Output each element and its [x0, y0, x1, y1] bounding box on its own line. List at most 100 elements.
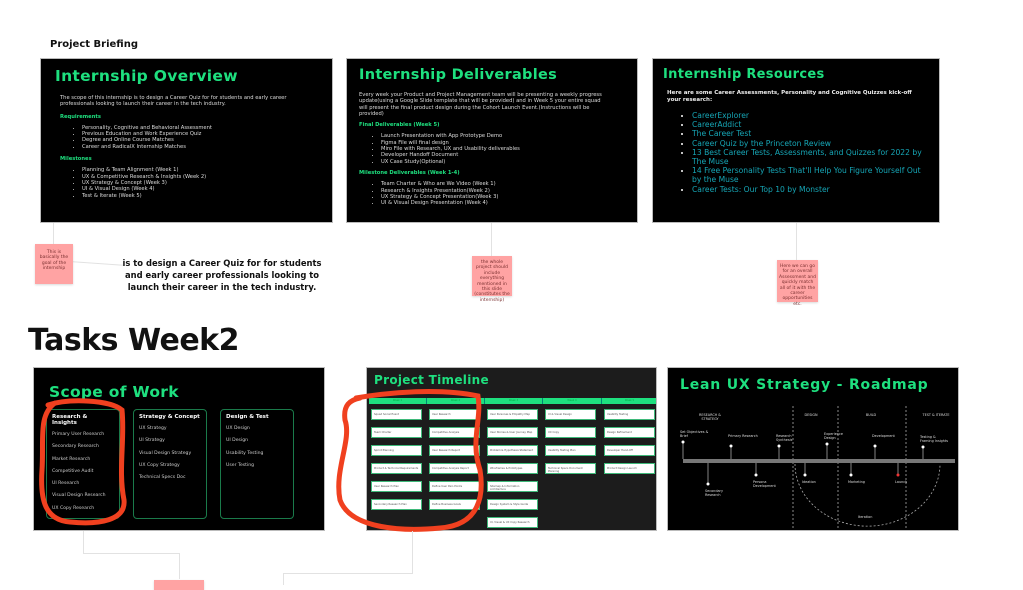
milestone-label: Marketing: [848, 480, 865, 484]
milestone-dot: [873, 444, 877, 448]
timeline-card[interactable]: Technical Specs Document Planning: [545, 463, 596, 474]
timeline-card[interactable]: Squad Social Event: [371, 409, 422, 420]
timeline-card[interactable]: UX Copy: [545, 427, 596, 438]
timeline-card[interactable]: User Personas & Empathy Map: [487, 409, 538, 420]
connector: [73, 261, 123, 266]
internship-resources-slide[interactable]: Internship Resources Here are some Caree…: [652, 58, 940, 223]
sticky-note[interactable]: [154, 580, 204, 590]
internship-deliverables-slide[interactable]: Internship Deliverables Every week your …: [346, 58, 638, 223]
scope-of-work-slide[interactable]: Scope of Work Research & Insights Primar…: [33, 367, 325, 531]
list-item: Launch Presentation with App Prototype D…: [381, 133, 625, 139]
list-item: UI Strategy: [139, 438, 165, 444]
goal-quote: is to design a Career Quiz for for stude…: [122, 258, 322, 292]
resource-link[interactable]: CareerAddict: [692, 120, 742, 130]
milestone-dot: [921, 445, 925, 449]
slide-title: Lean UX Strategy - Roadmap: [680, 377, 929, 393]
resource-link[interactable]: The Career Test: [692, 129, 752, 139]
timeline-card[interactable]: User Research Report: [429, 445, 480, 456]
sticky-note[interactable]: the whole project should include everyth…: [472, 256, 512, 303]
deliverables-intro: Every week your Product and Project Mana…: [359, 92, 602, 117]
timeline-card[interactable]: Define User Pain Points: [429, 481, 480, 492]
list-item: Market Research: [52, 456, 91, 462]
column-title: Strategy & Concept: [139, 414, 200, 420]
week-header: Week 4: [543, 398, 602, 404]
phase-label: TEST & ITERATE: [922, 413, 950, 417]
timeline-card[interactable]: User Research Plan: [371, 481, 422, 492]
scope-column-design: Design & Test UX Design UI Design Usabil…: [220, 409, 294, 519]
resource-link[interactable]: CareerExplorer: [692, 111, 749, 120]
roadmap-slide[interactable]: Lean UX Strategy - Roadmap RESEARCH & ST…: [667, 367, 959, 531]
milestone-dot: [777, 444, 781, 448]
phase-label: DESIGN: [804, 413, 818, 417]
list-item: Usability Testing: [226, 450, 264, 456]
list-item: Visual Design Research: [52, 493, 106, 499]
list-item: User Testing: [226, 462, 255, 468]
sticky-note[interactable]: Here we can go for an overall Assessment…: [777, 260, 818, 307]
list-item: Miro File with Research, UX and Usabilit…: [381, 146, 625, 152]
timeline-card[interactable]: Define Business Goals: [429, 499, 480, 510]
milestone-dot: [849, 473, 853, 477]
phase-label: RESEARCH & STRATEGY: [699, 413, 721, 421]
timeline-card[interactable]: Wireframes & Prototypes: [487, 463, 538, 474]
iteration-loop: [794, 463, 941, 527]
list-item: Test & Iterate (Week 5): [82, 193, 318, 199]
milestone-dot: [825, 442, 829, 446]
connector: [412, 531, 413, 574]
list-item: Planning & Team Alignment (Week 1): [82, 167, 318, 173]
timeline-card[interactable]: Product Design Launch: [604, 463, 655, 474]
milestone-deliverables-label: Milestone Deliverables (Week 1-4): [359, 169, 460, 176]
internship-overview-slide[interactable]: Internship Overview The scope of this in…: [40, 58, 333, 223]
list-item: UX Strategy & Concept (Week 3): [82, 180, 318, 186]
timeline-card[interactable]: Competitive Analysis Report: [429, 463, 480, 474]
timeline-card[interactable]: Usability Testing Plan: [545, 445, 596, 456]
timeline-card[interactable]: Usability Testing: [604, 409, 655, 420]
requirements-label: Requirements: [60, 113, 101, 120]
connector: [179, 553, 180, 579]
milestone-label: Development: [872, 434, 895, 438]
timeline-card[interactable]: User Research: [429, 409, 480, 420]
week-header: Week 1: [369, 398, 427, 404]
connector: [283, 573, 413, 574]
timeline-card[interactable]: Product & Technical Requirements: [371, 463, 422, 474]
timeline-card[interactable]: Secondary Research Plan: [371, 499, 422, 510]
list-item: UX Design: [226, 426, 250, 431]
timeline-card[interactable]: UI, Visual & UX Copy Research: [487, 517, 538, 528]
resource-link[interactable]: Career Tests: Our Top 10 by Monster: [692, 184, 830, 194]
timeline-card[interactable]: Sprint Planning: [371, 445, 422, 456]
slide-title: Internship Resources: [663, 67, 825, 82]
week-header: Week 3: [485, 398, 543, 404]
list-item: Team Charter & Who are We Video (Week 1): [381, 181, 625, 187]
list-item: Career and RadicalX Internship Matches: [82, 144, 318, 150]
scope-column-research: Research & Insights Primary User Researc…: [46, 409, 120, 519]
slide-title: Internship Overview: [55, 67, 238, 85]
list-item: UX Case Study(Optional): [381, 159, 625, 165]
timeline-card[interactable]: User Stories & User Journey Map: [487, 427, 538, 438]
timeline-card[interactable]: Design System & Style Guide: [487, 499, 538, 510]
sticky-note[interactable]: This is basically the goal of the intern…: [35, 244, 73, 284]
resource-link[interactable]: 13 Best Career Tests, Assessments, and Q…: [692, 147, 922, 167]
list-item: Personality, Cognitive and Behavioral As…: [82, 125, 318, 131]
list-item: Technical Specs Doc: [139, 475, 186, 481]
final-deliverables-list: Launch Presentation with App Prototype D…: [359, 133, 625, 164]
timeline-card[interactable]: Sitemap & Information Architecture: [487, 481, 538, 492]
timeline-card[interactable]: Problem & Hypothesis Statement: [487, 445, 538, 456]
timeline-card[interactable]: Design Refinement: [604, 427, 655, 438]
milestone-label: Launch: [895, 480, 908, 484]
list-item: UI Design: [226, 438, 249, 444]
timeline-card[interactable]: Developer Hand-Off: [604, 445, 655, 456]
timeline-card[interactable]: UI & Visual Design: [545, 409, 596, 420]
milestone-dot: [729, 444, 733, 448]
list-item: UI & Visual Design (Week 4): [82, 186, 318, 192]
timeline-card[interactable]: Competitive Analysis: [429, 427, 480, 438]
connector: [53, 223, 54, 244]
list-item: UX Copy Strategy: [139, 462, 180, 468]
list-item: Degree and Online Course Matches: [82, 137, 318, 143]
milestone-dot: [896, 473, 900, 477]
timeline-card[interactable]: Team Charter: [371, 427, 422, 438]
resource-link[interactable]: Career Quiz by the Princeton Review: [692, 138, 831, 148]
list-item: UI Research: [52, 481, 80, 487]
resource-link[interactable]: 14 Free Personality Tests That'll Help Y…: [692, 166, 921, 185]
timeline-bar: [683, 459, 955, 463]
list-item: Figma File will final design: [381, 140, 625, 146]
